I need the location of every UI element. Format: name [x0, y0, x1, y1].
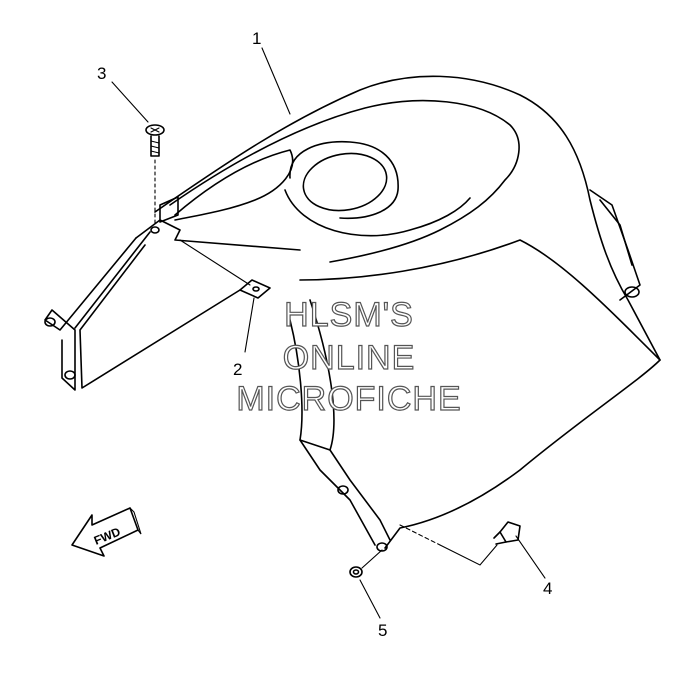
side-cover-part-1 — [154, 75, 661, 552]
watermark-line-3: MICROFICHE — [236, 380, 461, 418]
leader-lines — [111, 47, 546, 619]
watermark-line-1: HLSM'S — [284, 296, 414, 334]
watermark: HLSM'S ONLINE MICROFICHE — [236, 295, 462, 418]
clip-part-4 — [399, 521, 521, 566]
callout-5: 5 — [378, 621, 387, 640]
callout-1: 1 — [252, 29, 261, 48]
washer-part-5 — [349, 549, 383, 578]
screw-part-3 — [145, 124, 165, 226]
fwd-arrow-icon: FWD — [71, 507, 142, 557]
left-bracket — [44, 196, 301, 391]
callout-3: 3 — [97, 64, 106, 83]
callout-4: 4 — [543, 579, 552, 598]
callout-2: 2 — [233, 360, 242, 379]
watermark-line-2: ONLINE — [283, 339, 416, 377]
nut-part-2 — [179, 239, 271, 299]
